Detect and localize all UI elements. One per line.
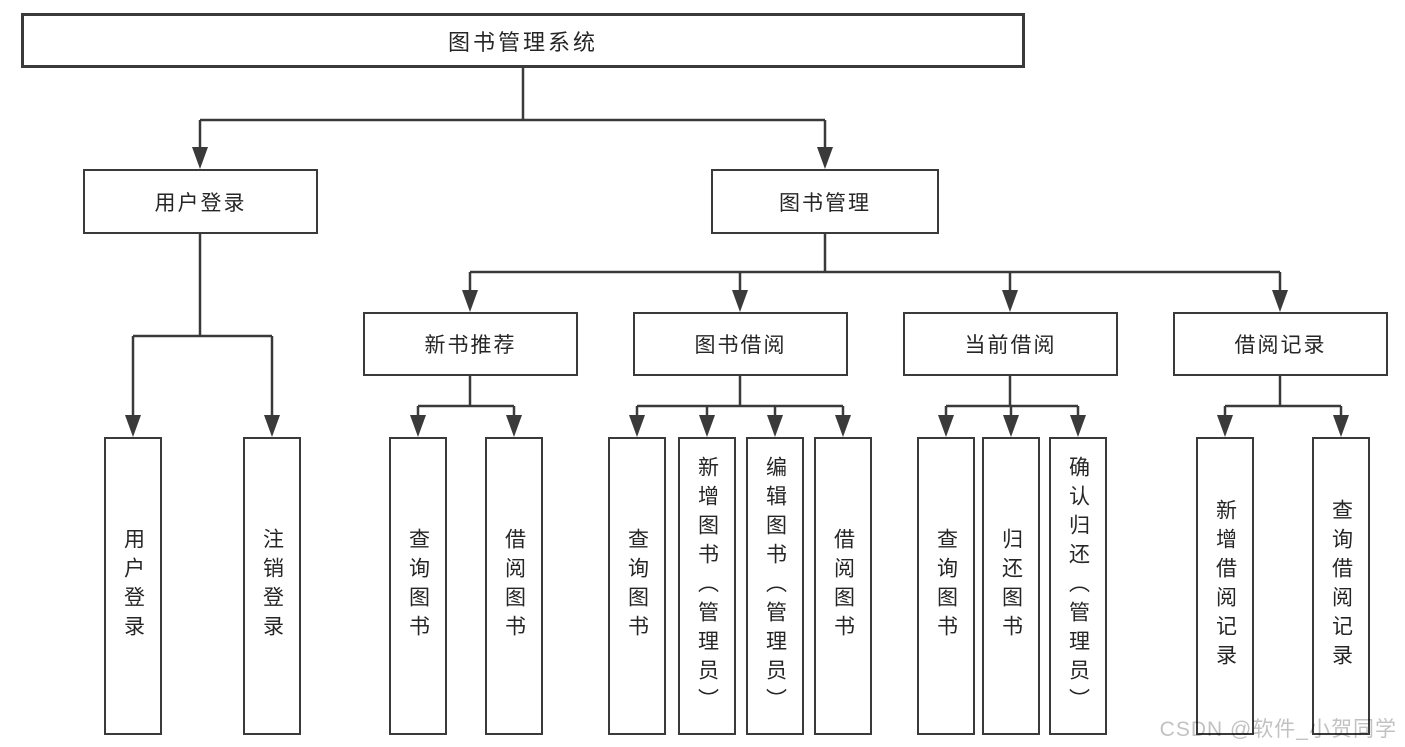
node-label: 图书管理系统: [447, 29, 598, 55]
connector-newbook-to-leaves: [416, 376, 516, 418]
connector-userlogin-to-leaves: [131, 234, 274, 418]
leaf-query-books-borrowing: 查询图书: [608, 437, 666, 735]
arrowhead: [410, 415, 426, 437]
leaf-borrow-books-borrowing: 借阅图书: [814, 437, 872, 735]
leaf-query-borrow-record: 查询借阅记录: [1312, 437, 1370, 735]
arrowhead: [506, 415, 522, 437]
node-new-book-recommend: 新书推荐: [363, 312, 578, 376]
node-label: 用户登录: [121, 528, 145, 644]
node-label: 借阅图书: [502, 528, 526, 644]
node-label: 确认归还（管理员）: [1066, 455, 1090, 717]
arrowhead: [835, 415, 851, 437]
node-label: 图书管理: [779, 191, 871, 215]
node-label: 借阅记录: [1234, 334, 1327, 357]
node-book-borrowing: 图书借阅: [633, 312, 848, 376]
node-label: 查询图书: [625, 528, 649, 644]
arrowhead: [767, 415, 783, 437]
connector-current-to-leaves: [944, 376, 1080, 418]
node-label: 新增图书（管理员）: [695, 455, 719, 717]
node-system-root: 图书管理系统: [21, 13, 1025, 68]
arrowhead: [1333, 415, 1349, 437]
leaf-add-borrow-record: 新增借阅记录: [1196, 437, 1254, 735]
node-label: 注销登录: [260, 528, 284, 644]
leaf-edit-books-admin: 编辑图书（管理员）: [746, 437, 804, 735]
leaf-logout: 注销登录: [243, 437, 301, 735]
arrowhead: [629, 415, 645, 437]
arrowhead: [462, 290, 478, 312]
leaf-query-books-recommend: 查询图书: [389, 437, 447, 735]
node-label: 编辑图书（管理员）: [763, 455, 787, 717]
connector-root-to-level2: [198, 68, 827, 150]
node-current-borrowing: 当前借阅: [903, 312, 1118, 376]
arrowhead: [699, 415, 715, 437]
connector-borrowing-to-leaves: [635, 376, 845, 418]
arrowhead: [732, 290, 748, 312]
leaf-add-books-admin: 新增图书（管理员）: [678, 437, 736, 735]
node-label: 查询借阅记录: [1329, 499, 1353, 673]
node-label: 归还图书: [999, 528, 1023, 644]
arrowhead: [1217, 415, 1233, 437]
leaf-user-login: 用户登录: [104, 437, 162, 735]
node-borrowing-records: 借阅记录: [1173, 312, 1388, 376]
arrowhead: [264, 415, 280, 437]
node-book-management: 图书管理: [711, 169, 939, 234]
node-label: 新书推荐: [424, 334, 517, 357]
node-label: 查询图书: [406, 528, 430, 644]
node-label: 新增借阅记录: [1213, 499, 1237, 673]
arrowhead: [938, 415, 954, 437]
node-label: 用户登录: [154, 191, 247, 215]
node-user-login: 用户登录: [83, 169, 318, 234]
arrowhead: [192, 147, 208, 169]
node-label: 借阅图书: [831, 528, 855, 644]
node-label: 查询图书: [934, 528, 958, 644]
leaf-return-books: 归还图书: [982, 437, 1040, 735]
node-label: 当前借阅: [964, 334, 1057, 357]
connector-bookmgmt-to-level3: [468, 234, 1282, 293]
arrowhead: [1070, 415, 1086, 437]
arrowhead: [1272, 290, 1288, 312]
leaf-borrow-books-recommend: 借阅图书: [485, 437, 543, 735]
leaf-confirm-return-admin: 确认归还（管理员）: [1049, 437, 1107, 735]
arrowhead: [1002, 290, 1018, 312]
leaf-query-books-current: 查询图书: [917, 437, 975, 735]
node-label: 图书借阅: [694, 334, 787, 357]
arrowhead: [1003, 415, 1019, 437]
arrowhead: [817, 147, 833, 169]
arrowhead: [125, 415, 141, 437]
connector-records-to-leaves: [1223, 376, 1343, 418]
